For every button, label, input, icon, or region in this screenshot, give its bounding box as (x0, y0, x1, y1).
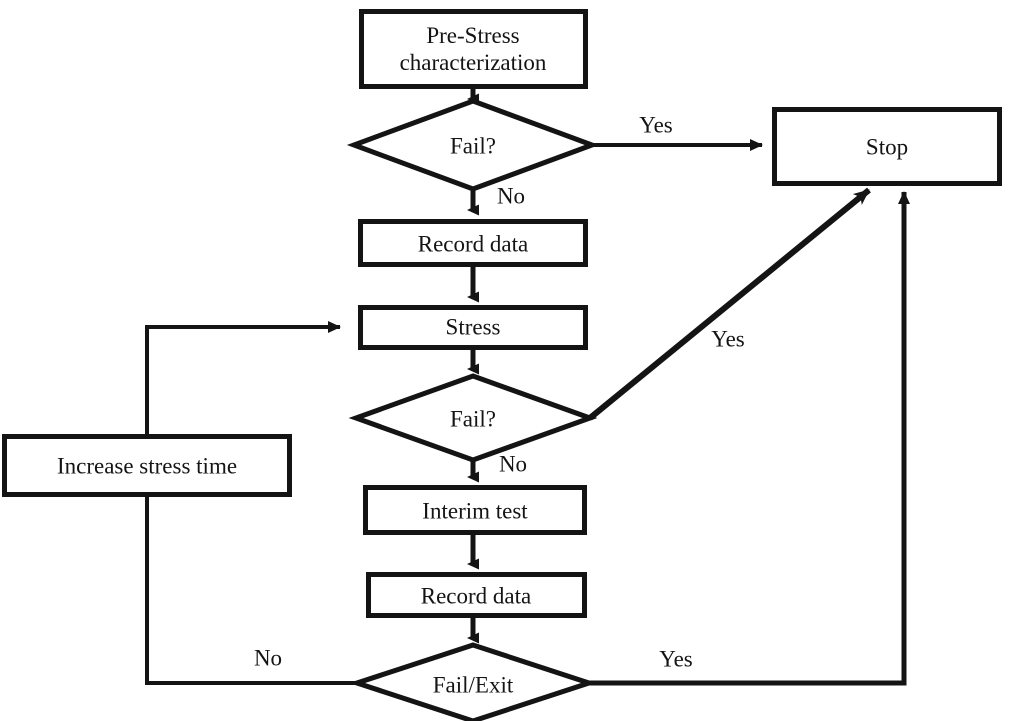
node-fail-2[interactable] (348, 373, 598, 463)
node-record-data-1[interactable] (358, 219, 588, 267)
node-fail-1[interactable] (346, 98, 600, 192)
node-interim-test[interactable] (363, 485, 587, 535)
edge-failexit-yes-to-stop (589, 191, 910, 686)
node-increase-stress-time[interactable] (2, 434, 292, 497)
edge-fail2-yes-to-stop (588, 187, 871, 421)
node-stop[interactable] (772, 107, 1002, 186)
edge-failexit-no-to-stress (145, 321, 374, 690)
node-stress[interactable] (358, 305, 588, 350)
node-fail-exit[interactable] (348, 642, 598, 721)
node-record-data-2[interactable] (366, 572, 587, 618)
node-pre-stress-characterization[interactable] (359, 9, 588, 89)
